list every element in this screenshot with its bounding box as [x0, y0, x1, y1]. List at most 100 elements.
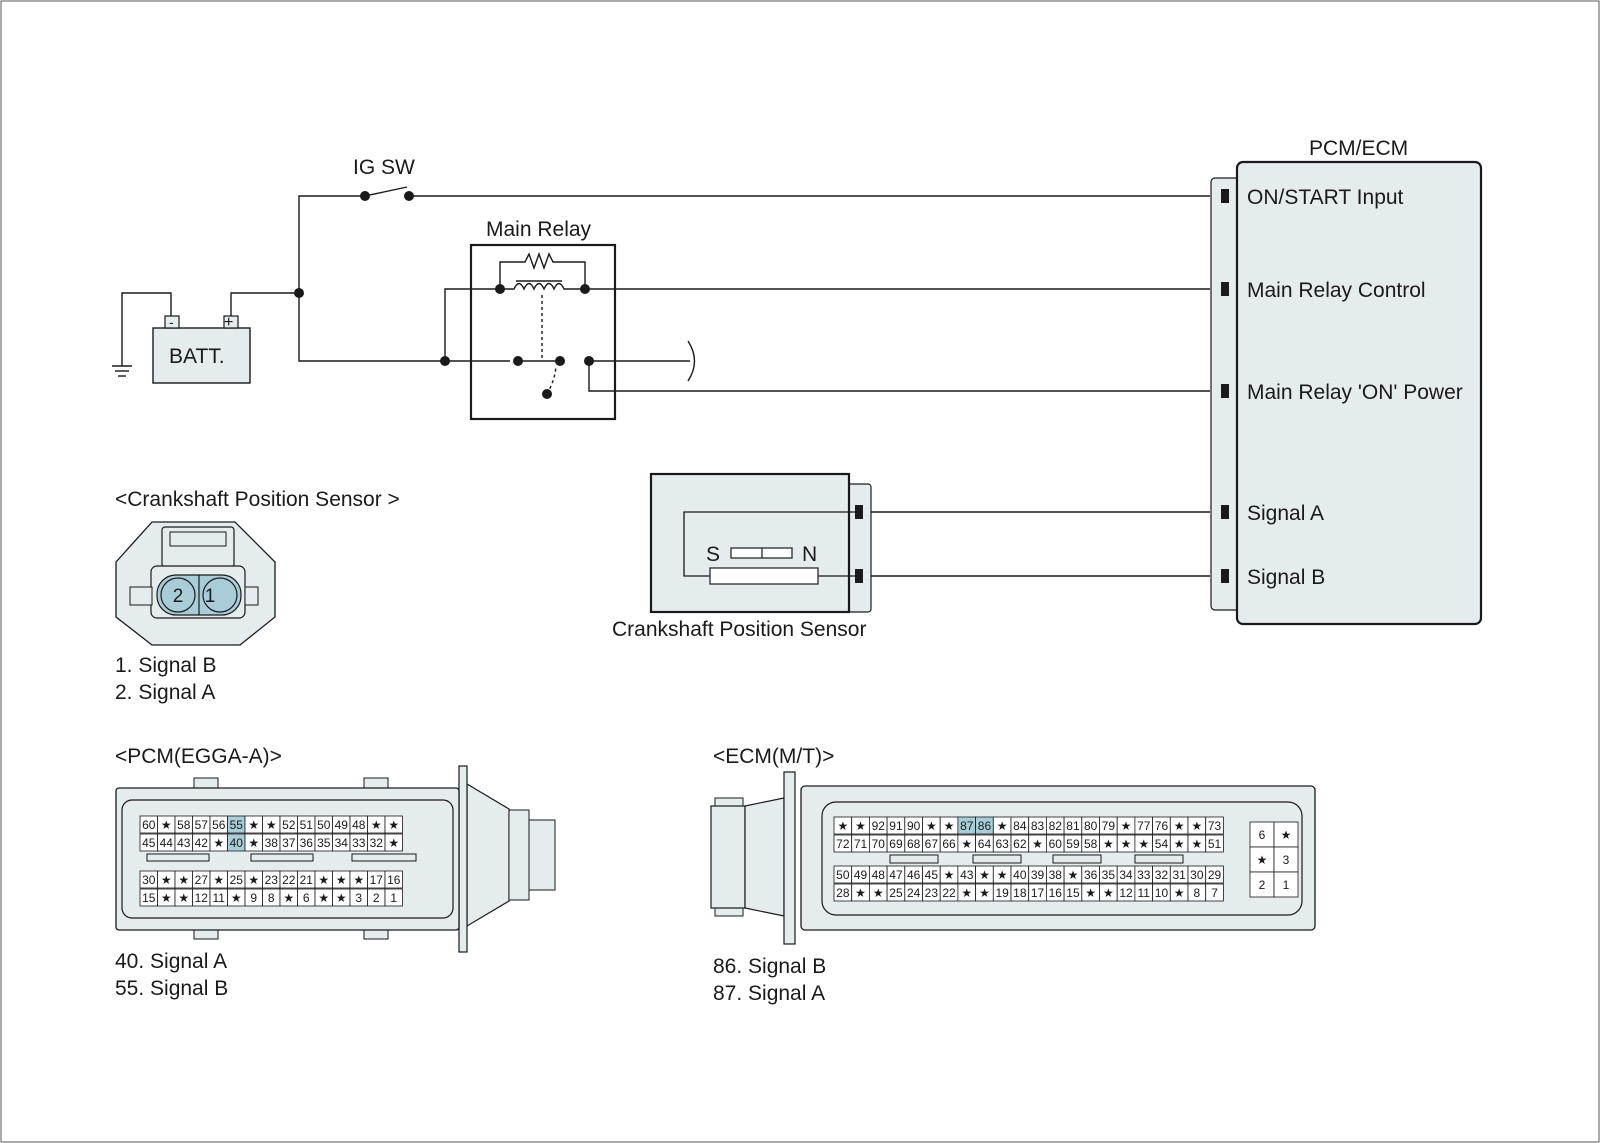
- pcm-pin-number: ★: [336, 873, 347, 887]
- battery-minus-terminal: -: [169, 314, 174, 330]
- ecm-pin-number: 54: [1155, 837, 1169, 851]
- ecm-pin-number: 22: [942, 886, 956, 900]
- cps-pin-1: 1: [205, 586, 216, 607]
- ecm-legend-2: 87. Signal A: [713, 982, 825, 1005]
- ecm-pin-number: ★: [1068, 868, 1079, 882]
- pcm-pin-number: ★: [231, 891, 242, 905]
- pcm-pin-number: 35: [317, 836, 331, 850]
- pcm-pin-number: 51: [300, 818, 314, 832]
- pcm-pin-number: ★: [178, 891, 189, 905]
- pcm-pin-number: 23: [265, 873, 279, 887]
- pcm-pin-number: 9: [250, 891, 257, 905]
- ecm-pin-number: 86: [978, 819, 992, 833]
- ecm-pin-number: ★: [1174, 837, 1185, 851]
- ecm-pin-number: ★: [997, 868, 1008, 882]
- ecm-pin-number: 10: [1155, 886, 1169, 900]
- ecm-pin-number: 46: [907, 868, 921, 882]
- pcm-pin-number: 8: [268, 891, 275, 905]
- pcm-pin-number: 25: [230, 873, 244, 887]
- ecm-side-pin-number: 2: [1259, 878, 1266, 892]
- battery-label: BATT.: [169, 345, 225, 368]
- ecm-pin-number: 30: [1190, 868, 1204, 882]
- pcm-pin-number: 44: [160, 836, 174, 850]
- ecm-pin-number: 38: [1049, 868, 1063, 882]
- pcm-pin-number: 27: [195, 873, 209, 887]
- pcm-pin-cell: [384, 833, 403, 852]
- ecm-pin-number: 60: [1049, 837, 1063, 851]
- pcm-pin-label-2: Main Relay Control: [1247, 279, 1426, 302]
- ecm-pin-number: ★: [997, 819, 1008, 833]
- pcm-terminal-3: [1221, 384, 1229, 398]
- ecm-pin-number: 47: [889, 868, 903, 882]
- pcm-pin-number: 22: [282, 873, 296, 887]
- ecm-connector-title: <ECM(M/T)>: [713, 745, 834, 768]
- ecm-pin-number: 33: [1137, 868, 1151, 882]
- ecm-pin-number: ★: [1121, 837, 1132, 851]
- ecm-pin-number: 25: [889, 886, 903, 900]
- pcm-pin-number: 56: [212, 818, 226, 832]
- ecm-side-pin-number: 3: [1283, 853, 1290, 867]
- cps-legend-2: 2. Signal A: [115, 681, 215, 704]
- sensor-s-pole: S: [706, 543, 720, 566]
- ecm-pin-number: ★: [1138, 837, 1149, 851]
- pcm-pin-number: ★: [318, 891, 329, 905]
- pcm-pin-number: 43: [177, 836, 191, 850]
- pcm-pin-number: 3: [355, 891, 362, 905]
- ecm-pin-number: 63: [995, 837, 1009, 851]
- pcm-pin-number: 1: [390, 891, 397, 905]
- ecm-pin-number: 43: [960, 868, 974, 882]
- pcm-connector-title: <PCM(EGGA-A)>: [115, 745, 282, 768]
- pcm-pin-number: 49: [335, 818, 349, 832]
- pcm-pin-number: ★: [213, 836, 224, 850]
- ecm-pin-number: ★: [1085, 886, 1096, 900]
- cps-pin-2: 2: [173, 586, 184, 607]
- pcm-pin-number: ★: [161, 818, 172, 832]
- ecm-pin-number: 51: [1208, 837, 1222, 851]
- ecm-pin-number: 72: [836, 837, 850, 851]
- ecm-pin-number: 45: [925, 868, 939, 882]
- pcm-pin-number: 45: [142, 836, 156, 850]
- pcm-pin-number: 11: [213, 891, 226, 905]
- ecm-pin-number: ★: [855, 819, 866, 833]
- pcm-pin-label-3: Main Relay 'ON' Power: [1247, 381, 1463, 404]
- pcm-pin-number: ★: [371, 818, 382, 832]
- pcm-pin-number: 33: [352, 836, 366, 850]
- main-relay-label: Main Relay: [486, 218, 592, 241]
- pcm-terminal-4: [1221, 505, 1229, 519]
- pcm-pin-number: 48: [352, 818, 366, 832]
- ecm-pin-number: 12: [1119, 886, 1133, 900]
- ecm-pin-number: 31: [1172, 868, 1186, 882]
- ecm-pin-number: 80: [1084, 819, 1098, 833]
- pcm-pin-number: ★: [161, 873, 172, 887]
- pcm-pin-number: 50: [317, 818, 331, 832]
- pcm-pin-number: 12: [195, 891, 209, 905]
- ecm-pin-number: 90: [907, 819, 921, 833]
- ecm-pin-number: 23: [925, 886, 939, 900]
- pcm-pin-number: ★: [266, 818, 277, 832]
- ecm-pin-number: 16: [1049, 886, 1063, 900]
- ecm-side-pin-number: 1: [1283, 878, 1290, 892]
- ecm-pin-number: ★: [1121, 819, 1132, 833]
- ecm-pin-number: 64: [978, 837, 992, 851]
- ecm-side-pin-number: ★: [1281, 828, 1292, 842]
- crankshaft-sensor-component: S N Crankshaft Position Sensor: [612, 472, 872, 641]
- ecm-pin-number: 87: [960, 819, 974, 833]
- pcm-pin-number: 52: [282, 818, 296, 832]
- ecm-pin-cell: [1205, 865, 1224, 884]
- pcm-pin-number: 2: [373, 891, 380, 905]
- ecm-pin-number: 50: [836, 868, 850, 882]
- ecm-pin-number: 81: [1066, 819, 1080, 833]
- ecm-side-pin-number: ★: [1257, 853, 1268, 867]
- pcm-pin-cell: [384, 815, 403, 834]
- pcm-pin-number: ★: [388, 818, 399, 832]
- ecm-pin-number: ★: [837, 819, 848, 833]
- pcm-pin-number: ★: [248, 818, 259, 832]
- ecm-connector: [710, 771, 1316, 945]
- ecm-pin-number: 62: [1013, 837, 1027, 851]
- ecm-pin-cell: [1205, 816, 1224, 835]
- pcm-pin-cell: [384, 870, 403, 889]
- ecm-pin-number: 48: [872, 868, 886, 882]
